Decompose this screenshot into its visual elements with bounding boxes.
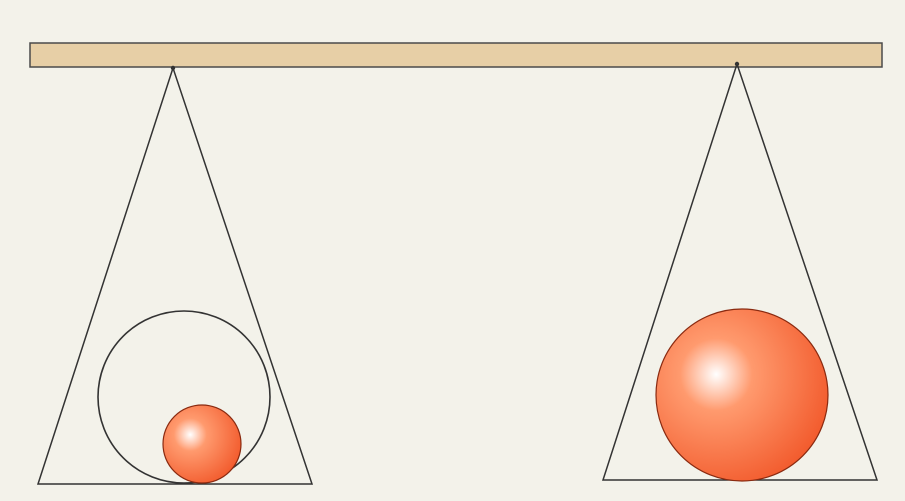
right-hook-point bbox=[735, 62, 739, 66]
small-orange-ball bbox=[163, 405, 241, 483]
left-hook-point bbox=[171, 66, 175, 70]
balance-beam bbox=[30, 43, 882, 67]
large-orange-ball bbox=[656, 309, 828, 481]
